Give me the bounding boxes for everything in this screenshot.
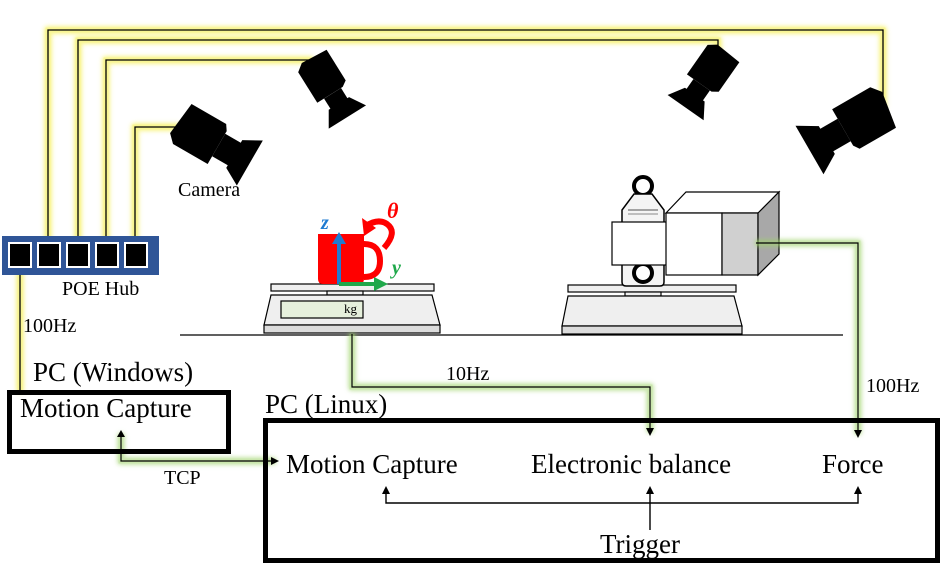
balance-rate-label: 10Hz <box>446 363 490 385</box>
force-gauge <box>611 190 781 277</box>
camera-label: Camera <box>178 179 241 201</box>
linux-electronic-balance: Electronic balance <box>531 449 732 479</box>
poe-hub-label: POE Hub <box>62 278 140 300</box>
trigger-label: Trigger <box>600 529 681 559</box>
camera-4 <box>795 87 896 175</box>
cable-camera-1 <box>134 126 182 260</box>
hub-port-5 <box>124 242 148 268</box>
hub-port-4 <box>95 242 119 268</box>
balance-to-linux-line <box>351 334 654 436</box>
camera-2 <box>298 49 367 129</box>
camera-1 <box>170 103 263 186</box>
pc-windows-title: PC (Windows) <box>33 357 194 387</box>
camera-3 <box>667 44 740 121</box>
linux-force: Force <box>822 449 884 479</box>
data-lines <box>117 240 862 465</box>
electronic-balance <box>263 283 441 334</box>
coordinate-axes <box>332 218 395 291</box>
y-axis-label: y <box>392 257 401 279</box>
hub-port-3 <box>66 242 90 268</box>
hub-rate-label: 100Hz <box>23 315 77 337</box>
linux-motion-capture: Motion Capture <box>286 449 458 479</box>
cable-camera-2 <box>105 59 313 260</box>
trigger-lines <box>382 486 862 530</box>
cable-camera-4 <box>47 29 884 260</box>
scale-unit-label: kg <box>344 301 357 316</box>
pc-windows-box <box>7 390 231 454</box>
tcp-line <box>120 436 279 465</box>
force-to-linux-line <box>756 242 862 438</box>
force-rate-label: 100Hz <box>866 375 920 397</box>
pc-linux-title: PC (Linux) <box>265 389 388 419</box>
mug <box>318 234 384 284</box>
hub-port-2 <box>37 242 61 268</box>
tcp-label: TCP <box>164 467 201 489</box>
force-gauge-stand <box>561 284 743 335</box>
z-axis-label: z <box>321 212 329 234</box>
pc-linux-box <box>263 418 940 563</box>
hub-port-1 <box>8 242 32 268</box>
pc-windows-motion-capture: Motion Capture <box>20 393 192 423</box>
poe-hub <box>2 236 159 275</box>
theta-label: θ <box>387 198 399 223</box>
